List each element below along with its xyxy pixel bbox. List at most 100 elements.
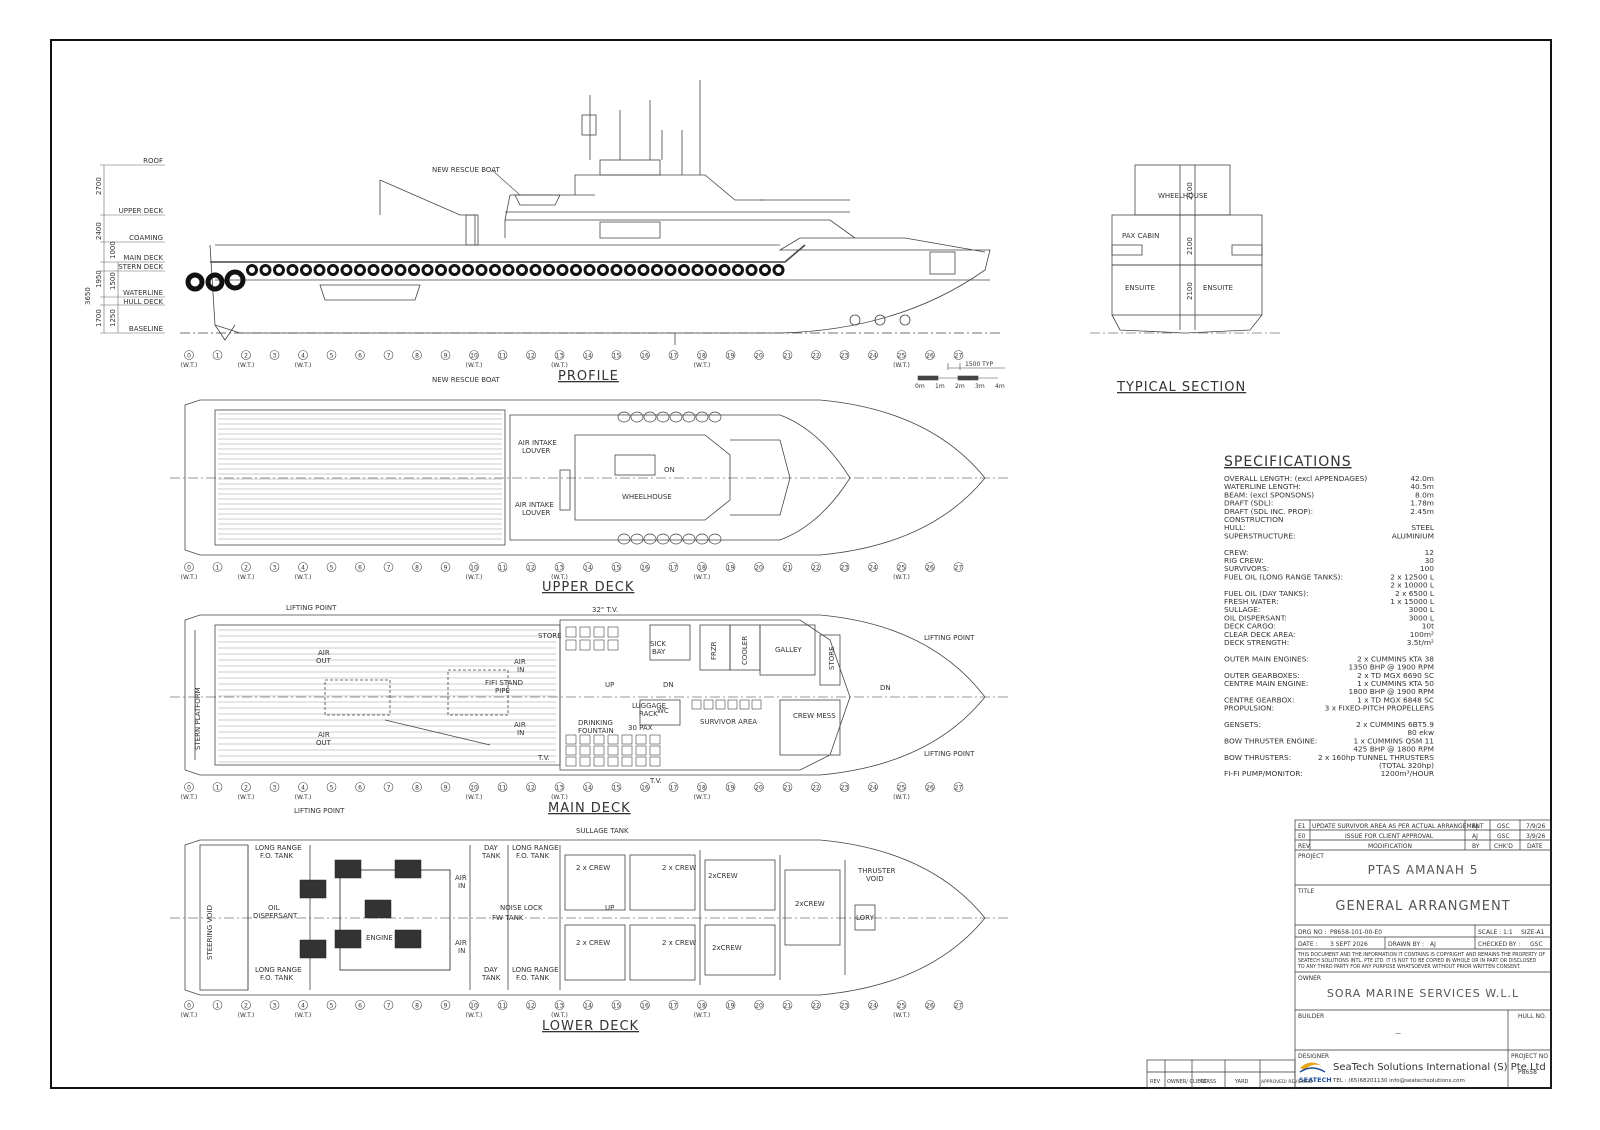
frame-marker — [754, 350, 764, 360]
upper-deck-title: UPPER DECK — [542, 580, 634, 595]
frame-marker — [868, 562, 878, 572]
engine-machinery — [299, 859, 422, 959]
liferaft — [669, 533, 683, 545]
frame-marker — [298, 562, 308, 572]
watertight-label: (W.T.) — [466, 574, 483, 581]
frame-number: 4 — [301, 565, 305, 572]
frame-number: 24 — [869, 353, 877, 360]
frame-marker — [184, 1000, 194, 1010]
frame-marker — [241, 562, 251, 572]
scale-bar — [917, 363, 1005, 381]
watertight-label: (W.T.) — [466, 362, 483, 369]
spec-value: 42.0m — [1410, 474, 1434, 483]
label-dn-2: DN — [663, 681, 674, 689]
frame-number: 21 — [784, 785, 792, 792]
rev-header-date: DATE — [1527, 843, 1543, 850]
label-crew-1: 2 x CREW — [576, 864, 610, 872]
label-store-1: STORE — [538, 632, 562, 640]
spec-value: 100 — [1420, 564, 1434, 573]
frame-marker — [497, 1000, 508, 1010]
liferaft — [643, 533, 657, 545]
frame-number: 11 — [499, 785, 507, 792]
frame-marker — [611, 562, 622, 572]
frame-number: 13 — [556, 353, 564, 360]
label-store-2: STORE — [828, 646, 836, 670]
label-sick: SICK — [650, 640, 666, 648]
approval-strip: REV OWNER/ CLIENT CLASS YARD APPROVED/ R… — [1150, 1079, 1313, 1085]
frame-number: 12 — [527, 353, 535, 360]
fender-tyre — [489, 264, 501, 276]
frame-number: 14 — [584, 353, 592, 360]
frame-marker — [440, 562, 451, 572]
drg-no-label: DRG NO : — [1298, 929, 1327, 936]
label-air-in-ld-2b: IN — [458, 947, 465, 955]
label-fo-tank-4: F.O. TANK — [516, 974, 550, 982]
label-frzr: FRZR — [710, 641, 718, 660]
fender-tyre — [732, 264, 744, 276]
fender-tyre — [286, 264, 299, 276]
frame-number: 25 — [898, 785, 906, 792]
frame-marker — [640, 562, 650, 572]
scale-value: 1:1 — [1503, 929, 1513, 936]
frame-number: 1 — [216, 1003, 220, 1010]
profile-title: PROFILE — [558, 369, 619, 384]
frame-number: 20 — [755, 565, 763, 572]
rev-e0-modification: ISSUE FOR CLIENT APPROVAL — [1345, 833, 1434, 840]
fender-tyre — [556, 264, 569, 276]
fender-tyre — [340, 264, 353, 276]
spec-value: 2 x 10000 L — [1390, 581, 1435, 590]
frame-marker — [839, 562, 850, 572]
engine-block — [334, 859, 362, 879]
label-air-in-1b: IN — [517, 666, 524, 674]
specifications-heading: SPECIFICATIONS — [1224, 454, 1352, 470]
liferaft — [630, 533, 644, 545]
frame-number: 12 — [527, 1003, 535, 1010]
frame-marker — [383, 782, 394, 792]
dim-1000: 1000 — [109, 241, 117, 259]
seat — [649, 734, 661, 745]
frame-marker — [497, 562, 508, 572]
watertight-label: (W.T.) — [893, 362, 910, 369]
seat — [635, 756, 647, 767]
frame-marker — [355, 562, 365, 572]
frame-marker — [811, 562, 821, 572]
liferaft — [656, 411, 670, 423]
frame-marker — [953, 562, 964, 572]
designer-contact: TEL : (65)68201130 info@seatechsolutions… — [1332, 1078, 1465, 1084]
label-long-range-3: LONG RANGE — [512, 844, 559, 852]
seat — [565, 756, 577, 767]
frame-marker — [526, 1000, 536, 1010]
frame-number: 18 — [698, 785, 706, 792]
spec-value: (TOTAL 320hp) — [1379, 761, 1434, 770]
date-label: DATE : — [1298, 941, 1318, 948]
spec-value: 1800 BHP @ 1900 RPM — [1349, 687, 1434, 696]
label-new-rescue-boat: NEW RESCUE BOAT — [432, 166, 501, 174]
fender-tyre — [381, 264, 393, 276]
label-air-intake-1: AIR INTAKE — [518, 439, 557, 447]
frame-spacing-label: 1500 TYP — [965, 361, 994, 368]
frame-number: 2 — [244, 785, 248, 792]
frame-number: 6 — [358, 353, 362, 360]
spec-label: FI-FI PUMP/MONITOR: — [1224, 769, 1303, 778]
frame-marker — [953, 782, 964, 792]
frame-marker — [554, 562, 565, 572]
fender-tyre — [502, 264, 515, 276]
seat — [565, 626, 577, 638]
frame-marker — [754, 562, 764, 572]
fender-tyre — [408, 264, 420, 276]
level-hull-deck: HULL DECK — [123, 298, 163, 306]
seat — [715, 699, 726, 710]
frame-marker — [839, 350, 850, 360]
fender-tyre — [678, 264, 690, 276]
frame-marker — [326, 782, 337, 792]
frame-marker — [326, 1000, 337, 1010]
frame-marker — [583, 1000, 593, 1010]
label-crew-2: 2 x CREW — [662, 864, 696, 872]
frame-marker — [697, 350, 707, 360]
rev-header-by: BY — [1472, 843, 1480, 850]
label-oil: OIL — [268, 904, 280, 912]
label-lifting-point-4: LIFTING POINT — [294, 807, 345, 815]
frame-number: 20 — [755, 785, 763, 792]
watertight-label: (W.T.) — [694, 1012, 711, 1019]
frame-number: 19 — [727, 1003, 735, 1010]
